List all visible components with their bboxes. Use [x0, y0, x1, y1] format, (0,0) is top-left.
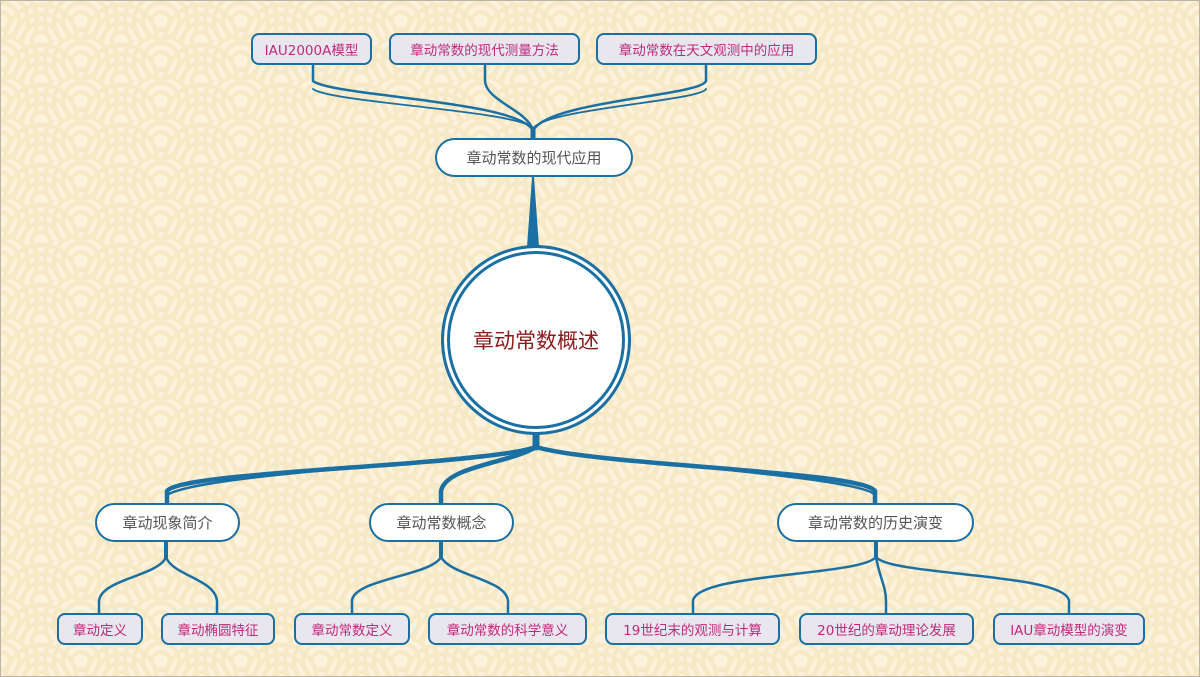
sub-topic-label: 19世纪末的观测与计算	[623, 623, 762, 639]
main-topic-nutation-introduction[interactable]: 章动现象简介	[95, 503, 240, 542]
main-topic-modern-applications[interactable]: 章动常数的现代应用	[435, 138, 633, 177]
root-topic-label: 章动常数概述	[473, 329, 599, 353]
main-topic-label: 章动常数的现代应用	[466, 149, 602, 167]
sub-topic-nutation-definition[interactable]: 章动定义	[57, 613, 143, 645]
sub-topic-nutation-constant-definition[interactable]: 章动常数定义	[294, 613, 410, 645]
sub-topic-label: 章动定义	[73, 623, 127, 639]
sub-topic-iau-model-evolution[interactable]: IAU章动模型的演变	[993, 613, 1145, 645]
main-topic-historical-evolution[interactable]: 章动常数的历史演变	[777, 503, 974, 542]
sub-topic-label: 章动常数的科学意义	[446, 623, 569, 639]
main-topic-label: 章动现象简介	[122, 514, 213, 532]
sub-topic-modern-measurement-methods[interactable]: 章动常数的现代测量方法	[389, 33, 580, 65]
sub-topic-label: 章动常数在天文观测中的应用	[618, 43, 795, 59]
sub-topic-20th-century-theory[interactable]: 20世纪的章动理论发展	[799, 613, 974, 645]
sub-topic-label: 章动椭圆特征	[177, 623, 259, 639]
main-topic-label: 章动常数的历史演变	[807, 514, 943, 532]
main-topic-label: 章动常数概念	[396, 514, 487, 532]
sub-topic-nutation-ellipse-features[interactable]: 章动椭圆特征	[161, 613, 275, 645]
sub-topic-iau2000a-model[interactable]: IAU2000A模型	[251, 33, 372, 65]
sub-topic-19th-century-observation[interactable]: 19世纪末的观测与计算	[605, 613, 780, 645]
sub-topic-astronomical-observation-application[interactable]: 章动常数在天文观测中的应用	[596, 33, 817, 65]
sub-topic-label: 20世纪的章动理论发展	[817, 623, 956, 639]
sub-topic-scientific-significance[interactable]: 章动常数的科学意义	[428, 613, 587, 645]
sub-topic-label: IAU2000A模型	[264, 43, 359, 59]
root-topic[interactable]: 章动常数概述	[447, 251, 625, 429]
sub-topic-label: 章动常数定义	[311, 623, 393, 639]
sub-topic-label: IAU章动模型的演变	[1010, 623, 1128, 639]
main-topic-nutation-constant-concept[interactable]: 章动常数概念	[369, 503, 514, 542]
sub-topic-label: 章动常数的现代测量方法	[410, 43, 559, 59]
